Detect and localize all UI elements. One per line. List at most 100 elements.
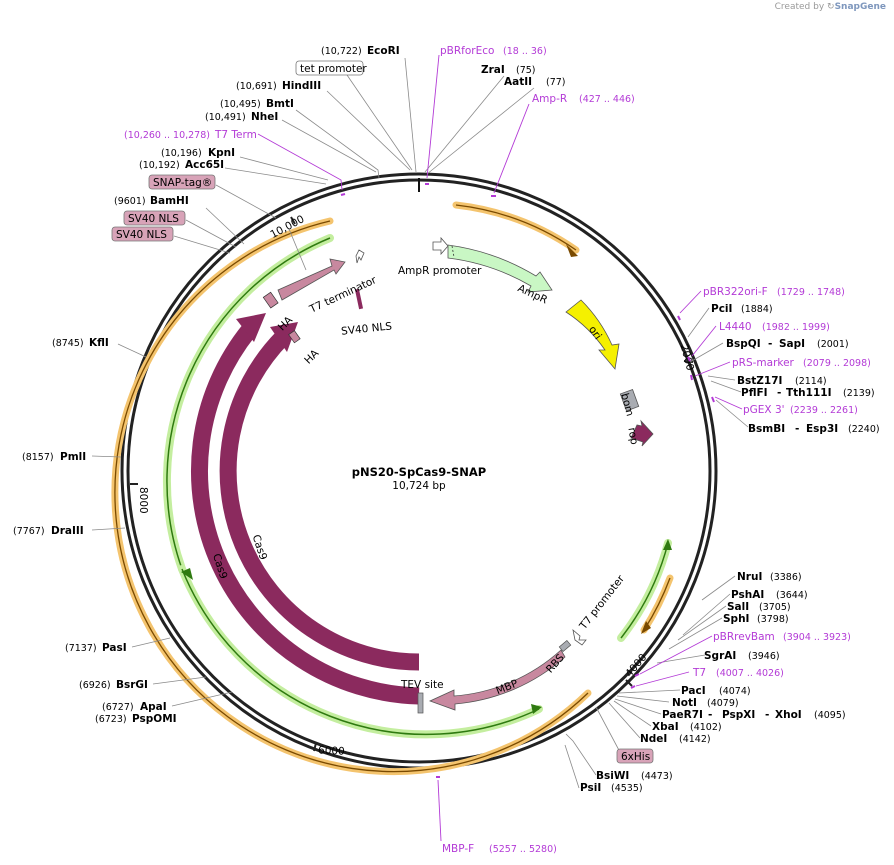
box-snap-tag[interactable] — [148, 174, 216, 190]
leader-sv40-1 — [185, 219, 237, 248]
leader-sv40-2 — [173, 235, 231, 254]
enzyme-tth111i-name[interactable]: Tth111I — [786, 387, 831, 399]
box-snap-tag-label: SNAP-tag® — [153, 177, 212, 189]
green-band-arc-1-core — [620, 542, 669, 639]
box-sv40nls-2[interactable] — [111, 226, 174, 242]
enzyme-pasi-name[interactable]: PasI — [102, 642, 127, 654]
leader-tet — [346, 74, 413, 171]
enzyme-ecori-pos: (10,722) — [321, 46, 362, 57]
enzyme-psii-name[interactable]: PsiI — [580, 782, 601, 794]
leader-nrui — [701, 575, 736, 601]
ampr-arrow — [447, 244, 553, 293]
enzyme-paer7i-name[interactable]: PaeR7I — [662, 709, 703, 721]
leader-paci — [618, 689, 681, 694]
enzyme-pshai-name[interactable]: PshAI — [731, 589, 764, 601]
box-tet-promoter[interactable] — [295, 60, 364, 76]
primer-pbrrevbam-name[interactable]: pBRrevBam — [713, 631, 775, 643]
enzyme-kfli-pos: (8745) — [52, 338, 84, 349]
primer-t7term-name[interactable]: T7 Term — [214, 129, 257, 141]
t7-terminator-arrow — [277, 258, 346, 301]
pleader-pbr322ori — [679, 290, 702, 314]
enzyme-sgrai-pos: (3946) — [748, 651, 780, 662]
primer-pbr322ori-range: (1729 .. 1748) — [777, 287, 845, 298]
leader-paer7i — [614, 698, 662, 715]
enzyme-nhei-name[interactable]: NheI — [251, 111, 278, 123]
enzyme-ndei-name[interactable]: NdeI — [640, 733, 667, 745]
enzyme-pspomi-name[interactable]: PspOMI — [132, 713, 177, 725]
enzyme-bsrgi-name[interactable]: BsrGI — [116, 679, 148, 691]
cas9-outer-arc — [191, 323, 420, 705]
enzyme-sapi-name[interactable]: SapI — [779, 338, 805, 350]
enzyme-bamhi-name[interactable]: BamHI — [150, 195, 189, 207]
green-band-arc-2-core — [166, 237, 331, 570]
primer-ampr-name[interactable]: Amp-R — [532, 93, 567, 105]
tick-10000 — [290, 216, 296, 225]
primer-t7-name[interactable]: T7 — [692, 667, 706, 679]
enzyme-xhoi-name[interactable]: XhoI — [775, 709, 802, 721]
enzyme-bstz17i-pos: (2114) — [795, 376, 827, 387]
pleader-pbrforeco — [426, 54, 440, 179]
enzyme-noti-pos: (4079) — [707, 698, 739, 709]
box-sv40nls-1[interactable] — [123, 210, 186, 226]
enzyme-draiii-name[interactable]: DraIII — [51, 525, 84, 537]
enzyme-sphi-name[interactable]: SphI — [723, 613, 749, 625]
enzyme-bsmbi-name[interactable]: BsmBI — [748, 423, 785, 435]
feature-t7-terminator-label: T7 terminator — [307, 274, 379, 316]
enzyme-acc65i-name[interactable]: Acc65I — [185, 159, 224, 171]
enzyme-pcii-name[interactable]: PciI — [711, 303, 732, 315]
primer-pbr322ori-name[interactable]: pBR322ori-F — [703, 286, 768, 298]
enzyme-hindiii-name[interactable]: HindIII — [282, 80, 321, 92]
enzyme-bamhi-pos: (9601) — [114, 196, 146, 207]
enzyme-acc65i-pos: (10,192) — [139, 160, 180, 171]
primer-prsmarker-name[interactable]: pRS-marker — [732, 357, 795, 369]
ha-inner-mark — [288, 330, 301, 344]
enzyme-bsiwi-name[interactable]: BsiWI — [596, 770, 629, 782]
enzyme-pflfi-name[interactable]: PflFI — [741, 387, 768, 399]
enzyme-noti-name[interactable]: NotI — [672, 697, 697, 709]
leader-pmli — [91, 455, 122, 458]
enzyme-zrai-name[interactable]: ZraI — [481, 64, 505, 76]
t7-promoter-mark — [572, 628, 587, 646]
enzyme-bspqi-name[interactable]: BspQI — [726, 338, 761, 350]
leader-bstz17i — [707, 375, 736, 381]
feature-ha-inner-label: HA — [302, 347, 322, 367]
enzyme-sali-name[interactable]: SalI — [727, 601, 749, 613]
leader-sphi — [668, 617, 723, 650]
enzyme-pasi-pos: (7137) — [65, 643, 97, 654]
enzyme-bsiwi-pos: (4473) — [641, 771, 673, 782]
enzyme-sgrai-name[interactable]: SgrAI — [704, 650, 736, 662]
enzyme-esp3i-name[interactable]: Esp3I — [806, 423, 838, 435]
primer-pgex3-name[interactable]: pGEX 3' — [743, 404, 785, 416]
enzyme-pspxi-name[interactable]: PspXI — [722, 709, 755, 721]
sv40-nls-inner-mark — [354, 288, 364, 310]
enzyme-apai-name[interactable]: ApaI — [140, 701, 167, 713]
rop-arrow — [630, 419, 654, 447]
feature-sv40-nls-inner-label: SV40 NLS — [341, 320, 393, 337]
primer-pbrforeco-name[interactable]: pBRforEco — [440, 45, 494, 57]
enzyme-paer7i-sep: - — [708, 709, 712, 721]
enzyme-ecori-name[interactable]: EcoRI — [367, 45, 400, 57]
enzyme-zrai-pos: (75) — [516, 65, 536, 76]
enzyme-bstz17i-name[interactable]: BstZ17I — [737, 375, 782, 387]
primer-mbpf-name[interactable]: MBP-F — [442, 843, 474, 855]
enzyme-nrui-name[interactable]: NruI — [737, 571, 762, 583]
enzyme-draiii-pos: (7767) — [13, 526, 45, 537]
bom-box — [619, 388, 640, 412]
tick-6000 — [313, 742, 317, 752]
enzyme-bmti-name[interactable]: BmtI — [266, 98, 294, 110]
primer-t7-range: (4007 .. 4026) — [716, 668, 784, 679]
feature-tev-label: TEV site — [400, 679, 444, 691]
enzyme-paci-pos: (4074) — [719, 686, 751, 697]
primer-t7term-range: (10,260 .. 10,278) — [124, 130, 210, 141]
leader-kfli — [117, 343, 147, 358]
box-his6[interactable] — [616, 748, 654, 764]
enzyme-pmli-name[interactable]: PmlI — [60, 451, 86, 463]
enzyme-kpni-name[interactable]: KpnI — [208, 147, 235, 159]
enzyme-aatii-name[interactable]: AatII — [504, 76, 532, 88]
enzyme-xbai-name[interactable]: XbaI — [652, 721, 679, 733]
enzyme-kfli-name[interactable]: KflI — [89, 337, 109, 349]
primer-l4440-name[interactable]: L4440 — [719, 321, 752, 333]
enzyme-paci-name[interactable]: PacI — [681, 685, 706, 697]
enzyme-xbai-pos: (4102) — [690, 722, 722, 733]
enzyme-hindiii-pos: (10,691) — [236, 81, 277, 92]
